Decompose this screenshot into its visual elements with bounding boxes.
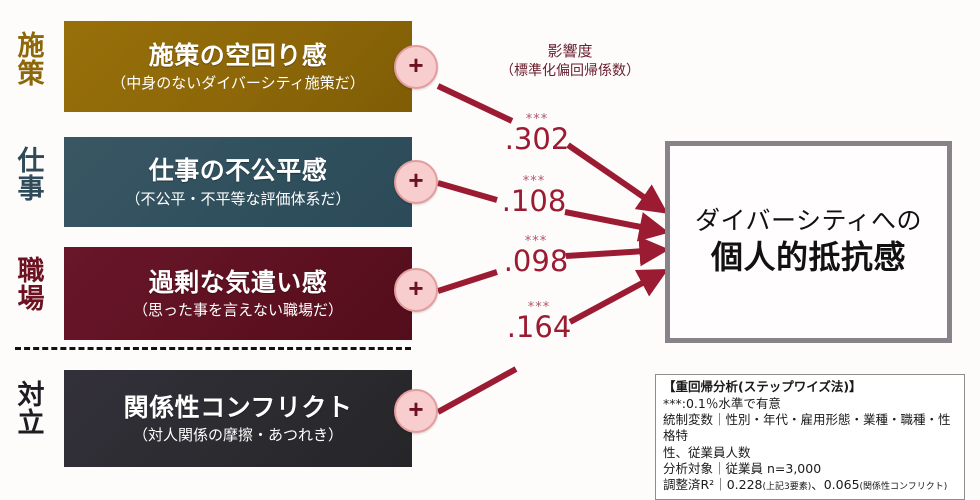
- coefficient-value-1: .108: [501, 184, 567, 218]
- plus-node-0[interactable]: +: [394, 45, 438, 89]
- outcome-box[interactable]: ダイバーシティへの 個人的抵抗感: [665, 141, 952, 343]
- footnote-title: 【重回帰分析(ステップワイズ法)】: [663, 379, 862, 394]
- footnote-r2-note-2: (関係性コンフリクト): [859, 482, 948, 493]
- plus-icon-3: +: [408, 394, 424, 424]
- influence-header-subtitle: （標準化偏回帰係数）: [500, 62, 640, 79]
- factor-title-0: 施策の空回り感: [148, 40, 328, 70]
- factor-subtitle-3: （対人関係の摩擦・あつれき）: [132, 426, 343, 444]
- factor-title-1: 仕事の不公平感: [148, 156, 328, 185]
- coefficient-value-0: .302: [504, 122, 570, 156]
- factor-subtitle-0: （中身のないダイバーシティ施策だ）: [111, 74, 365, 92]
- plus-node-3[interactable]: +: [394, 389, 438, 433]
- outcome-line-1: ダイバーシティへの: [694, 206, 922, 236]
- influence-header-title: 影響度: [547, 42, 593, 60]
- coefficient-0: *** .302: [492, 112, 582, 156]
- footnote-r2-mid: 、0.065: [811, 477, 860, 493]
- footnote-r2-main: 調整済R²｜0.228: [663, 477, 763, 493]
- factor-subtitle-2: （思った事を言えない職場だ）: [132, 301, 343, 319]
- plus-icon-0: +: [408, 50, 424, 80]
- coefficient-value-2: .098: [503, 244, 569, 278]
- arrow-1b: [566, 142, 668, 214]
- footnote-box: 【重回帰分析(ステップワイズ法)】 ***:0.1％水準で有意 統制変数｜性別・…: [655, 374, 965, 500]
- coefficient-1: *** .108: [489, 174, 579, 218]
- footnote-line-5: 調整済R²｜0.228(上記3要素)、0.065(関係性コンフリクト): [663, 477, 958, 494]
- factor-subtitle-1: （不公平・不平等な評価体系だ）: [125, 189, 351, 208]
- factor-title-3: 関係性コンフリクト: [123, 392, 353, 422]
- influence-header: 影響度 （標準化偏回帰係数）: [470, 42, 670, 81]
- coefficient-3: *** .164: [494, 300, 584, 344]
- coefficient-value-3: .164: [506, 310, 572, 344]
- coefficient-2: *** .098: [491, 234, 581, 278]
- factor-box-0[interactable]: 施策の空回り感 （中身のないダイバーシティ施策だ）: [64, 21, 412, 112]
- factor-box-1[interactable]: 仕事の不公平感 （不公平・不平等な評価体系だ）: [64, 137, 412, 227]
- arrow-4a: [436, 366, 518, 415]
- category-label-2: 職 場: [17, 256, 45, 315]
- category-label-3: 対 立: [17, 380, 45, 439]
- footnote-r2-note-1: (上記3要素): [762, 482, 812, 493]
- factor-box-2[interactable]: 過剰な気遣い感 （思った事を言えない職場だ）: [64, 247, 412, 340]
- footnote-line-4: 分析対象｜従業員 n=3,000: [663, 460, 822, 476]
- category-label-1: 仕 事: [17, 146, 45, 205]
- arrow-2b: [564, 209, 670, 242]
- plus-icon-1: +: [408, 165, 424, 195]
- footnote-line-2: 統制変数｜性別・年代・雇用形態・業種・職種・性格特: [663, 412, 951, 444]
- arrow-3a: [437, 269, 498, 294]
- factor-box-3[interactable]: 関係性コンフリクト （対人関係の摩擦・あつれき）: [64, 370, 412, 467]
- significance-stars-3: ***: [527, 300, 551, 315]
- plus-node-1[interactable]: +: [394, 160, 438, 204]
- footnote-line-3: 性、従業員人数: [663, 444, 751, 460]
- category-label-0: 施 策: [17, 31, 45, 90]
- plus-icon-2: +: [408, 273, 424, 303]
- outcome-line-2: 個人的抵抗感: [710, 238, 906, 277]
- significance-stars-0: ***: [525, 112, 549, 127]
- factor-title-2: 過剰な気遣い感: [148, 267, 328, 297]
- footnote-line-1: ***:0.1％水準で有意: [663, 395, 781, 411]
- group-divider: [15, 347, 411, 350]
- plus-node-2[interactable]: +: [394, 268, 438, 312]
- significance-stars-1: ***: [522, 174, 546, 189]
- significance-stars-2: ***: [524, 234, 548, 249]
